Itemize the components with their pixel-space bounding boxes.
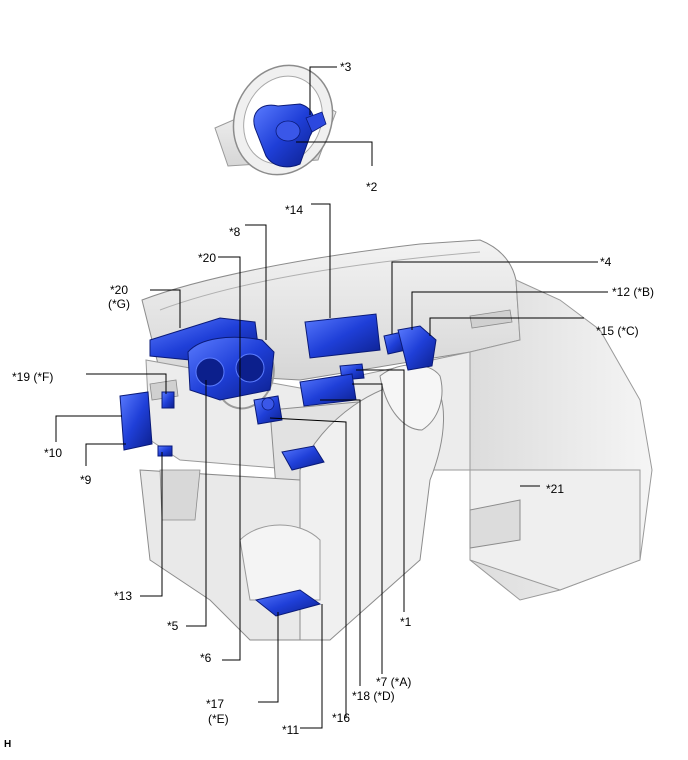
- leader-c17: [258, 612, 279, 703]
- callout-18: *18 (*D): [352, 689, 395, 703]
- leader-c2: [296, 141, 373, 166]
- leader-c9: [85, 443, 126, 466]
- callout-21: *21: [546, 482, 565, 496]
- callout-11: *11: [282, 723, 300, 737]
- leader-lines: [55, 66, 608, 729]
- component-10: [119, 391, 153, 451]
- leader-c14: [311, 203, 331, 318]
- callout-20-g: (*G): [108, 297, 130, 311]
- leader-c1: [356, 369, 405, 612]
- callout-17: *17: [206, 697, 225, 711]
- callout-6: *6: [200, 651, 212, 665]
- callout-20-title: *20: [110, 283, 129, 297]
- leader-c13: [140, 452, 163, 597]
- callout-13: *13: [114, 589, 133, 603]
- callout-5: *5: [167, 619, 179, 633]
- callout-10: *10: [44, 446, 63, 460]
- component-16: [281, 445, 325, 471]
- leader-c8: [245, 224, 267, 340]
- vehicle-interior: [139, 239, 653, 641]
- leader-c4: [391, 261, 598, 334]
- callout-8: *8: [229, 225, 241, 239]
- component-13: [157, 445, 173, 457]
- leader-c20: [218, 256, 241, 661]
- callout-7: *7 (*A): [376, 675, 412, 689]
- callout-4: *4: [600, 255, 612, 269]
- callout-17-e: (*E): [208, 712, 229, 726]
- component-14: [304, 313, 381, 359]
- leader-c3: [309, 66, 337, 115]
- corner-mark: H: [4, 739, 12, 750]
- leader-c7: [352, 383, 383, 674]
- steering-wheel-inset: [214, 64, 337, 176]
- callout-9: *9: [80, 473, 92, 487]
- leader-c10: [55, 415, 122, 442]
- leader-c15: [429, 317, 584, 336]
- callout-1: *1: [400, 615, 412, 629]
- callout-2: *2: [366, 180, 378, 194]
- callout-3: *3: [340, 60, 352, 74]
- leader-c18: [320, 399, 361, 686]
- leader-c19: [86, 373, 167, 394]
- component-12: [397, 325, 437, 371]
- leader-c12: [411, 291, 608, 330]
- leader-c5: [186, 380, 207, 627]
- component-17: [254, 589, 322, 617]
- leader-c20g: [150, 289, 181, 328]
- leader-c11: [300, 604, 323, 729]
- leader-c16: [269, 417, 347, 718]
- callout-16: *16: [332, 711, 351, 725]
- callout-19: *19 (*F): [12, 370, 54, 384]
- callout-12: *12 (*B): [612, 285, 655, 299]
- callout-15: *15 (*C): [596, 324, 639, 338]
- callout-14: *14: [285, 203, 304, 217]
- highlighted-components: [119, 313, 437, 617]
- callout-20: *20: [198, 251, 217, 265]
- component-19: [161, 391, 175, 409]
